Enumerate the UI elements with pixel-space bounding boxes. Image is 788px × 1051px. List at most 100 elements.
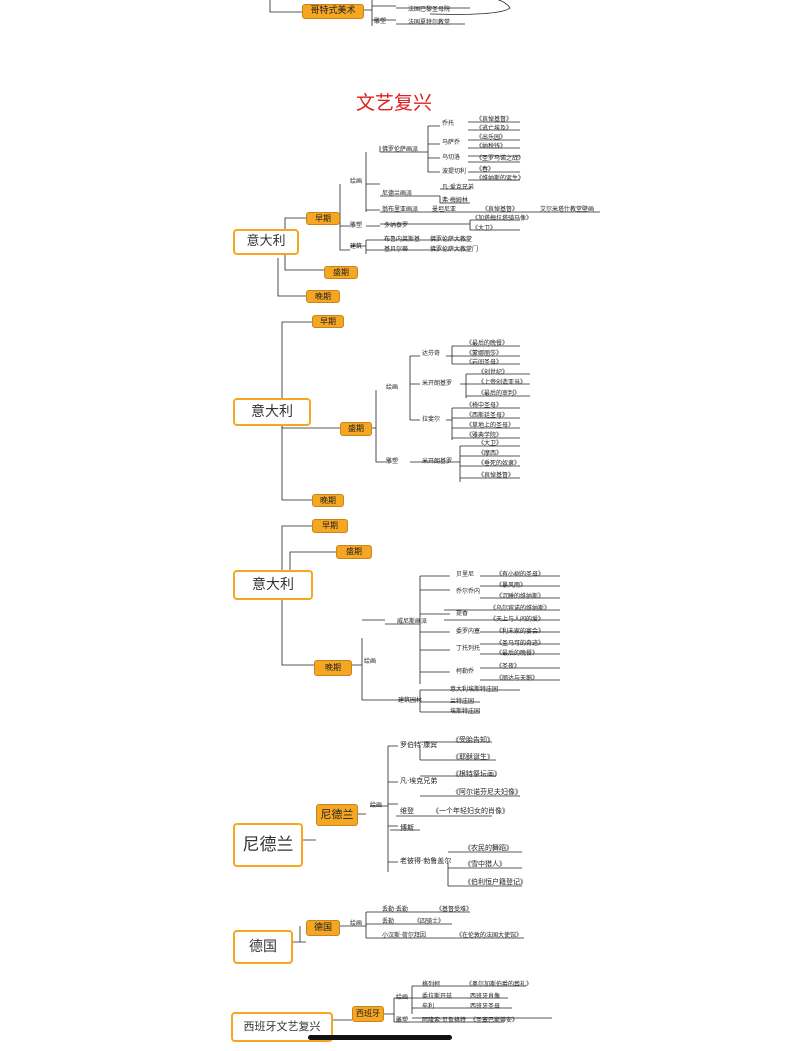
italy2-mic-w1: 《创世纪》 [478,369,509,376]
germany-country: 德国 [306,920,340,936]
italy3-giorgione: 乔尔乔内 [456,588,481,595]
italy1-early: 早期 [306,212,340,225]
italy1-umbria-w: 《哀悼基督》 [482,206,519,213]
germany-painting: 绘画 [350,920,363,927]
italy2-mic2: 米开朗基罗 [422,458,453,465]
italy2-leo-w2: 《蒙娜丽莎》 [466,350,503,357]
germany-durer-w: 《基督受难》 [436,906,473,913]
italy1-botticelli: 波提切利 [442,168,467,175]
italy3-titian: 提香 [456,610,469,617]
italy2-early: 早期 [312,315,344,328]
italy1-netherlands: 尼德兰画派 [382,190,413,197]
italy2-high: 盛期 [340,422,372,436]
italy1-masaccio-w1: 《出乐园》 [476,134,507,141]
italy3-painting: 绘画 [364,658,377,665]
italy3-tin-w2: 《最后的晚餐》 [496,650,539,657]
italy-root-1: 意大利 [233,229,299,255]
spain-a1-w: 《奥尔加斯伯爵的葬礼》 [466,981,533,988]
italy2-mic-w3: 《最后的审判》 [478,390,521,397]
italy3-venice: 威尼斯画派 [397,618,428,625]
italy2-sc-w4: 《哀悼基督》 [478,472,515,479]
netherlands-bruegel: 老彼得·勃鲁盖尔 [400,857,452,865]
spain-root: 西班牙文艺复兴 [231,1012,333,1042]
germany-item2-w: 《四骑士》 [414,918,445,925]
italy2-painting: 绘画 [386,384,399,391]
italy1-donatello: 多纳泰罗 [384,222,409,229]
netherlands-weyden-w: 《一个年轻妇女的肖像》 [432,807,509,815]
netherlands-root: 尼德兰 [233,823,303,867]
spain-painting: 绘画 [396,994,409,1001]
italy1-brunelleschi: 布鲁内莱斯基 [384,236,421,243]
italy3-high: 盛期 [336,545,372,559]
top-item-notre-dame: 法国巴黎圣母院 [408,6,451,13]
italy1-giotto: 乔托 [442,120,455,127]
italy2-rap-w1: 《椅中圣母》 [466,402,503,409]
netherlands-bosch2: 博斯 [400,824,414,832]
spain-a2-w: 西班牙肖像 [470,993,501,1000]
italy2-sc-w3: 《垂死的奴隶》 [478,460,521,467]
italy2-leo-w3: 《岩间圣母》 [466,359,503,366]
italy3-arch: 建筑园林 [398,697,423,704]
italy1-late: 晚期 [306,290,340,303]
italy3-tin-w1: 《圣马可的奇迹》 [496,640,545,647]
italy2-raphael: 拉斐尔 [422,416,441,423]
germany-holbein-w: 《在伦敦的法国大使馆》 [456,932,523,939]
netherlands-vaneyck: 凡·埃克兄弟 [400,777,438,785]
italy3-late: 晚期 [314,660,352,676]
italy1-sculpture: 雕塑 [350,222,363,229]
spain-sculpture: 雕塑 [396,1017,409,1024]
italy1-botticelli-w2: 《维纳斯的诞生》 [476,175,525,182]
spain-a3: 牟利 [422,1003,435,1010]
italy2-rap-w2: 《西斯廷圣母》 [466,412,509,419]
italy3-cor-w1: 《圣夜》 [496,663,521,670]
netherlands-vaneyck-w1: 《根特祭坛画》 [452,770,501,778]
italy3-veronese: 委罗内塞 [456,628,481,635]
italy1-vaneyck: 凡·爱克兄弟 [442,184,474,191]
gothic-art-node: 哥特式美术 [302,4,364,19]
italy2-rap-w4: 《雅典学院》 [466,432,503,439]
italy3-tit-w1: 《乌尔宾诺的维纳斯》 [490,605,551,612]
italy1-umbria-w2: 艾尔米塔什教堂壁画 [540,206,595,213]
spain-a4-w: 《圣塞巴斯蒂安》 [470,1017,519,1024]
spain-a2: 委拉斯开兹 [422,993,453,1000]
top-sculpture-label: 雕塑 [374,18,387,25]
italy3-early: 早期 [312,519,348,533]
home-indicator[interactable] [308,1035,452,1040]
italy3-bellini: 贝里尼 [456,571,475,578]
italy2-leo-w1: 《最后的晚餐》 [466,340,509,347]
italy2-late: 晚期 [312,494,344,507]
italy1-florence: 佛罗伦萨画派 [382,146,419,153]
italy1-umbria: 翁布里亚画派 [382,206,419,213]
netherlands-bru-w3: 《伯利恒户籍登记》 [464,878,527,886]
germany-durer: 丢勒·丢勒 [382,906,408,913]
italy1-botticelli-w1: 《春》 [476,166,495,173]
netherlands-weyden: 维登 [400,807,414,815]
italy1-alberti-w: 佛罗伦萨大教堂门 [430,246,479,253]
italy2-sculpture: 雕塑 [386,458,399,465]
italy3-tit-w2: 《天上与人间的爱》 [490,616,545,623]
italy-root-3: 意大利 [233,570,313,600]
germany-root: 德国 [233,930,293,964]
italy1-architecture: 建筑 [350,243,363,250]
netherlands-painting: 绘画 [370,802,383,809]
italy1-netherlands-3: 弗·梅姆林 [442,197,468,204]
spain-country: 西班牙 [352,1006,384,1022]
netherlands-bru-w1: 《农民的舞蹈》 [464,844,513,852]
spain-a3-w: 西班牙圣母 [470,1003,501,1010]
netherlands-country: 尼德兰 [316,804,358,826]
italy1-donatello-w2: 《大卫》 [472,225,497,232]
netherlands-bosch-w2: 《耶稣诞生》 [452,753,494,761]
italy3-arch-3: 埃斯特庄园 [450,708,481,715]
italy1-giotto-w1: 《哀悼基督》 [476,116,513,123]
germany-item2: 丢勒 [382,918,395,925]
netherlands-vaneyck-w2: 《阿尔诺芬尼夫妇像》 [452,788,522,796]
italy1-masaccio: 马萨乔 [442,139,461,146]
italy2-mic-w2: 《上帝创造亚当》 [478,379,527,386]
italy3-bel-w: 《有小树的圣母》 [496,571,545,578]
italy2-sc-w1: 《大卫》 [478,440,503,447]
italy1-painting: 绘画 [350,178,363,185]
italy1-high: 盛期 [324,266,358,279]
italy1-uccello-w1: 《圣罗马诺之战》 [476,155,525,162]
germany-holbein: 小汉斯·荷尔拜因 [382,932,426,939]
